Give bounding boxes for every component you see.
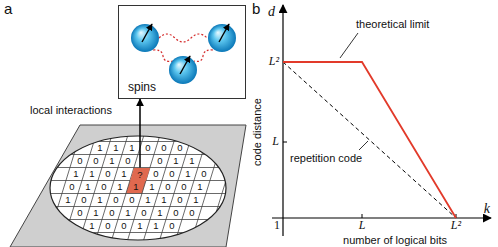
cell-value: 0 [81,195,86,205]
tick-label: L [359,219,366,232]
tick-label: 1 [274,219,280,232]
annotation: local interactions [30,104,112,116]
cell-value: 0 [69,182,74,192]
box-label: spins [128,81,156,95]
repetition-code-line [283,62,456,218]
cell-value: 0 [201,169,206,179]
interaction-line [159,34,207,42]
cell-value: ? [130,168,150,181]
axis-symbol: d [268,4,275,19]
cell-value: 0 [145,143,150,153]
lattice-outline [50,136,226,240]
grid-columns [30,130,258,246]
cell-value: 1 [145,195,150,205]
leader-line [340,33,358,58]
cell-value: 1 [113,143,118,153]
spin-arrow [180,56,190,74]
annotation: repetition code [290,152,362,164]
cell-value: 1 [93,208,98,218]
cell-value: 1 [121,169,126,179]
tick-label: L² [269,55,279,68]
cell-fill [130,168,150,181]
cell-value: 0 [93,156,98,166]
cell-value: 0 [157,156,162,166]
connector-arrow [139,99,141,168]
cell-value: 1 [129,143,134,153]
cell-value: 0 [77,208,82,218]
cell-value: 1 [109,156,114,166]
cell-value: 1 [161,195,166,205]
axis-ticks [283,62,456,218]
cell-value: 0 [165,182,170,192]
cell-value: 1 [73,169,78,179]
lattice-region [50,136,226,240]
leader-line [359,141,368,150]
panel-label: b [252,1,260,18]
cell-value: 0 [129,195,134,205]
cell-value: 0 [173,208,178,218]
axis-title: number of logical bits [343,234,447,246]
cell-value: 1 [193,195,198,205]
cell-value: 0 [77,156,82,166]
theoretical-limit-line [283,62,456,218]
spin-sphere [169,56,197,84]
cell-value: 0 [113,195,118,205]
cell-value: 0 [177,195,182,205]
cell-value: 0 [101,182,106,192]
cell-value: 1 [97,143,102,153]
axis-symbol: k [484,201,490,216]
cell-value: 0 [109,208,114,218]
cell-value: 1 [153,221,158,231]
cell-value: 1 [117,182,122,192]
tick-label: L² [451,219,461,232]
cell-value: 0 [189,208,194,218]
panel-label: a [4,1,12,18]
cell-value: 1 [89,169,94,179]
cell-value: 1 [97,195,102,205]
cell-value: 0 [181,182,186,192]
cell-value: 0 [105,169,110,179]
cell-value: 1 [89,221,94,231]
spins-box: spins [118,5,246,99]
spin-sphere [131,24,159,52]
cell-value: 0 [125,156,130,166]
cell-value: 1 [125,208,130,218]
cell-value: 1 [149,182,154,192]
y-axis [282,5,283,236]
cell-value: 1 [197,182,202,192]
interaction-line [194,50,213,62]
cell-value: 1 [173,156,178,166]
cell-value: 1 [85,182,90,192]
cell-value: 0 [169,221,174,231]
annotation: theoretical limit [356,18,429,30]
cell-value: 1 [185,169,190,179]
cell-value: 0 [177,143,182,153]
cell-value: 0 [169,169,174,179]
cell-value: 1 [189,156,194,166]
cell-value: 0 [105,221,110,231]
lattice-grid [30,129,258,247]
spin-sphere [208,24,236,52]
cell-value: 1 [137,221,142,231]
axis-title: code distance [251,98,263,166]
highlighted-cell: ? [130,168,150,181]
tick-label: L [272,135,279,148]
interaction-line [153,50,173,62]
cell-value: 1 [157,208,162,218]
spin-arrow [142,24,152,42]
cell-value: 0 [153,169,158,179]
cell-value: 0 [141,208,146,218]
spin-arrow [219,24,229,42]
cell-value: 0 [161,143,166,153]
cell-value: 1 [65,195,70,205]
cell-value: 1 [133,182,138,192]
cell-value: 0 [121,221,126,231]
